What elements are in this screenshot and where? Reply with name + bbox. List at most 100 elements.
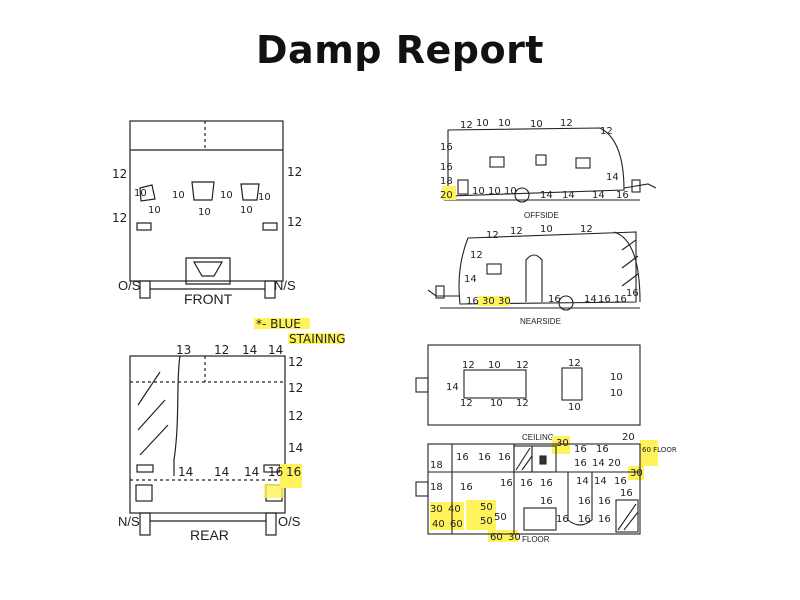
ceiling-reading: 10: [488, 360, 501, 371]
rear-wheel-right: [265, 512, 277, 536]
front-reading: 10: [148, 205, 161, 216]
front-reading: 10: [198, 207, 211, 218]
nearside-reading: 16: [466, 296, 479, 307]
nearside-reading: 30: [482, 296, 495, 307]
nearside-window: [486, 263, 502, 275]
rear-wheel-left: [139, 512, 151, 536]
floor-reading: 20: [608, 458, 621, 469]
front-window-3: [240, 183, 260, 201]
offside-reading: 10: [476, 118, 489, 129]
front-wheel-left: [139, 280, 151, 299]
nearside-wheel: [558, 295, 574, 311]
front-reading: 12: [287, 165, 302, 179]
floor-reading: 14: [576, 476, 589, 487]
floor-reading: 50: [480, 502, 493, 513]
legend-note-line-2: STAINING: [289, 332, 346, 346]
floor-reading: 16: [478, 452, 491, 463]
front-reading: 10: [220, 190, 233, 201]
ceiling-reading: 10: [610, 372, 623, 383]
floor-front-tab: [415, 481, 429, 497]
floor-highlight: [640, 440, 658, 466]
offside-body-outline: [447, 127, 625, 197]
front-label: FRONT: [184, 291, 233, 307]
rear-curve: [173, 355, 181, 476]
page-title: Damp Report: [256, 28, 544, 72]
rear-left-label: N/S: [118, 514, 140, 529]
front-view: [129, 120, 284, 299]
rear-reading: 14: [178, 465, 193, 479]
nearside-reading: 12: [580, 224, 593, 235]
floor-reading: 60 FLOOR: [642, 446, 677, 454]
offside-label: OFFSIDE: [524, 211, 559, 220]
rear-reading: 16: [268, 465, 283, 479]
floor-view: [415, 443, 641, 535]
front-window-1: [139, 184, 156, 202]
floor-reading: 16: [456, 452, 469, 463]
nearside-reading: 16: [626, 288, 639, 299]
ceiling-reading: 10: [568, 402, 581, 413]
offside-wheel: [514, 187, 530, 203]
rear-label: REAR: [190, 527, 229, 543]
floor-cabinet: [531, 445, 557, 473]
ceiling-label: CEILING: [522, 433, 554, 442]
floor-reading: 16: [500, 478, 513, 489]
legend-highlight: [254, 318, 310, 329]
ceiling-outline: [427, 344, 641, 426]
offside-view: [444, 127, 657, 203]
front-body-outline: [129, 120, 284, 282]
ceiling-front-tab: [415, 377, 429, 393]
nearside-reading: 16: [548, 294, 561, 305]
front-reading: 10: [134, 188, 147, 199]
offside-reading: 10: [530, 119, 543, 130]
nearside-reading: 14: [464, 274, 477, 285]
offside-reading: 12: [600, 126, 613, 137]
front-hitch-inner: [192, 261, 224, 277]
floor-reading: 50: [480, 516, 493, 527]
floor-reading: 16: [578, 514, 591, 525]
offside-reading: 12: [460, 120, 473, 131]
front-right-label: N/S: [274, 278, 296, 293]
nearside-label: NEARSIDE: [520, 317, 561, 326]
nearside-reading: 12: [486, 230, 499, 241]
rear-right-label: O/S: [278, 514, 301, 529]
nearside-hatch: [621, 239, 637, 251]
front-light-left: [136, 222, 152, 231]
ceiling-reading: 10: [610, 388, 623, 399]
nearside-front-curve: [613, 231, 641, 303]
floor-highlight: [488, 530, 518, 542]
floor-reading: 16: [598, 496, 611, 507]
ceiling-reading: 12: [462, 360, 475, 371]
rear-reading: 12: [288, 381, 303, 395]
offside-window: [575, 157, 591, 169]
nearside-hatch: [621, 273, 639, 287]
floor-reading: 60: [450, 519, 463, 530]
floor-reading: 16: [540, 496, 553, 507]
nearside-reading: 16: [614, 294, 627, 305]
floor-reading: 14: [594, 476, 607, 487]
floor-reading: 18: [430, 482, 443, 493]
rear-view: [129, 355, 286, 536]
offside-reading: 10: [488, 186, 501, 197]
rear-reading: 12: [288, 355, 303, 369]
nearside-body-outline: [458, 231, 637, 305]
ceiling-reading: 10: [490, 398, 503, 409]
offside-reading: 16: [440, 142, 453, 153]
floor-reading: 16: [556, 514, 569, 525]
floor-reading: 40: [448, 504, 461, 515]
rear-hatch: [137, 371, 161, 406]
legend-highlight: [288, 333, 344, 344]
floor-highlight: [430, 502, 464, 530]
nearside-jockey-wheel: [435, 285, 445, 299]
rear-hatch: [137, 399, 166, 431]
ceiling-reading: 12: [568, 358, 581, 369]
floor-reading: 16: [520, 478, 533, 489]
floor-reading: 16: [598, 514, 611, 525]
nearside-reading: 14: [584, 294, 597, 305]
floor-reading: 60: [490, 532, 503, 543]
front-reading: 10: [258, 192, 271, 203]
offside-reading: 16: [440, 162, 453, 173]
front-reading: 12: [112, 167, 127, 181]
ceiling-reading: 12: [516, 398, 529, 409]
floor-fixture: [539, 455, 547, 465]
